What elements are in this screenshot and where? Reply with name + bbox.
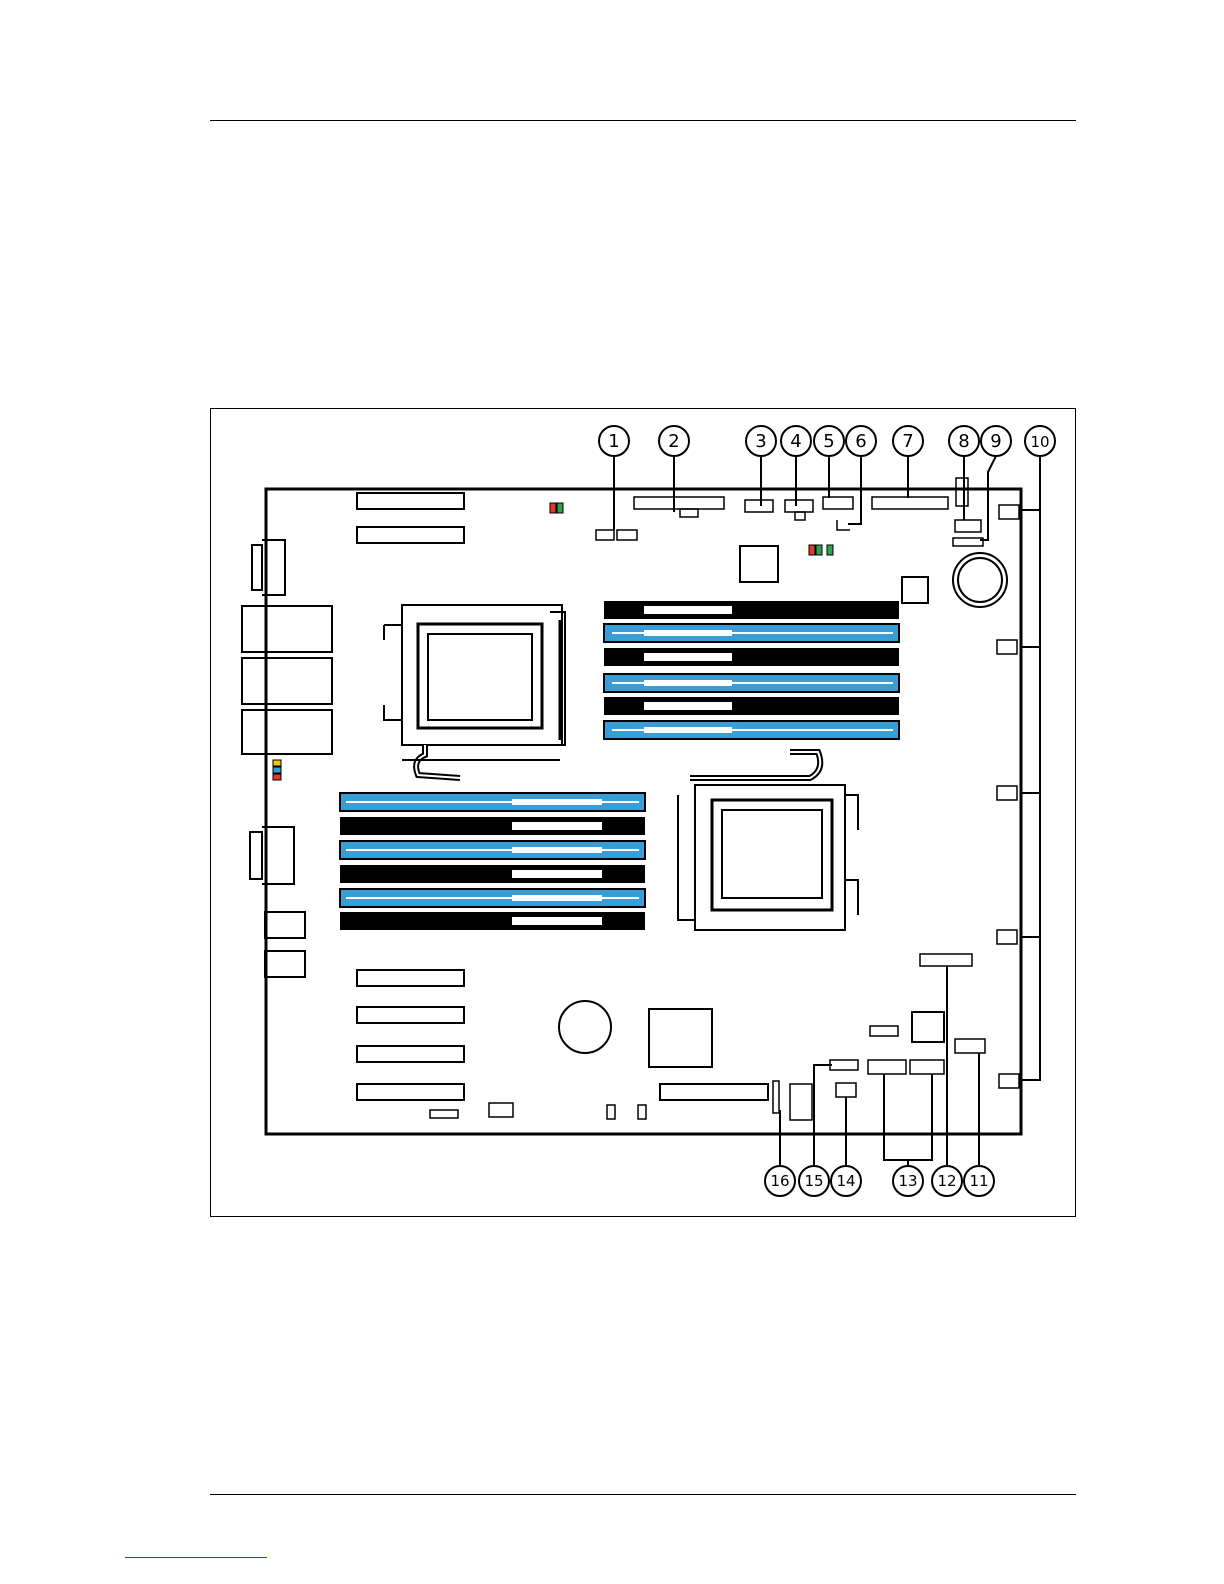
callout-1: 1 — [599, 426, 629, 456]
callout-label: 11 — [969, 1172, 988, 1190]
cpu-socket-2 — [678, 752, 858, 930]
callout-label: 8 — [958, 431, 969, 452]
callout-label: 5 — [823, 431, 834, 452]
callout-9: 9 — [981, 426, 1011, 456]
callout-label: 12 — [937, 1172, 956, 1190]
fan-bracket — [1021, 510, 1040, 1080]
callout-2: 2 — [659, 426, 689, 456]
callout-7: 7 — [893, 426, 923, 456]
rear-leds — [273, 760, 281, 780]
callout-label: 15 — [804, 1172, 823, 1190]
callout-label: 14 — [836, 1172, 855, 1190]
callout-11: 11 — [964, 1166, 994, 1196]
callout-label: 2 — [668, 431, 679, 452]
status-leds-mid — [809, 545, 833, 555]
fan-connectors — [997, 505, 1019, 1088]
callout-13: 13 — [893, 1166, 923, 1196]
callout-15: 15 — [799, 1166, 829, 1196]
cpu-socket-1 — [384, 605, 565, 778]
status-leds-top-left — [550, 503, 563, 513]
battery-icon — [953, 553, 1007, 607]
callout-10: 10 — [1025, 426, 1055, 456]
rear-io — [242, 540, 332, 977]
callout-label: 3 — [755, 431, 766, 452]
callout-label: 9 — [990, 431, 1001, 452]
dimm-bank-upper — [604, 601, 899, 739]
callout-5: 5 — [814, 426, 844, 456]
callout-label: 4 — [790, 431, 801, 452]
callout-label: 7 — [902, 431, 913, 452]
callout-16: 16 — [765, 1166, 795, 1196]
callout-6: 6 — [846, 426, 876, 456]
bottom-components — [430, 954, 985, 1120]
callout-14: 14 — [831, 1166, 861, 1196]
pci-slots-top — [357, 493, 464, 543]
figure-frame — [211, 409, 1076, 1217]
dimm-bank-lower — [340, 793, 645, 930]
callout-label: 1 — [608, 431, 619, 452]
callout-12: 12 — [932, 1166, 962, 1196]
pci-slots-bottom — [357, 970, 768, 1100]
callout-label: 6 — [855, 431, 866, 452]
callout-label: 13 — [898, 1172, 917, 1190]
callouts-top: 1 2 3 4 5 6 7 8 9 10 — [599, 426, 1055, 456]
callout-label: 10 — [1030, 433, 1049, 451]
callout-4: 4 — [781, 426, 811, 456]
callout-label: 16 — [770, 1172, 789, 1190]
callout-3: 3 — [746, 426, 776, 456]
callouts-bottom: 16 15 14 13 12 11 — [765, 1166, 994, 1196]
callout-8: 8 — [949, 426, 979, 456]
